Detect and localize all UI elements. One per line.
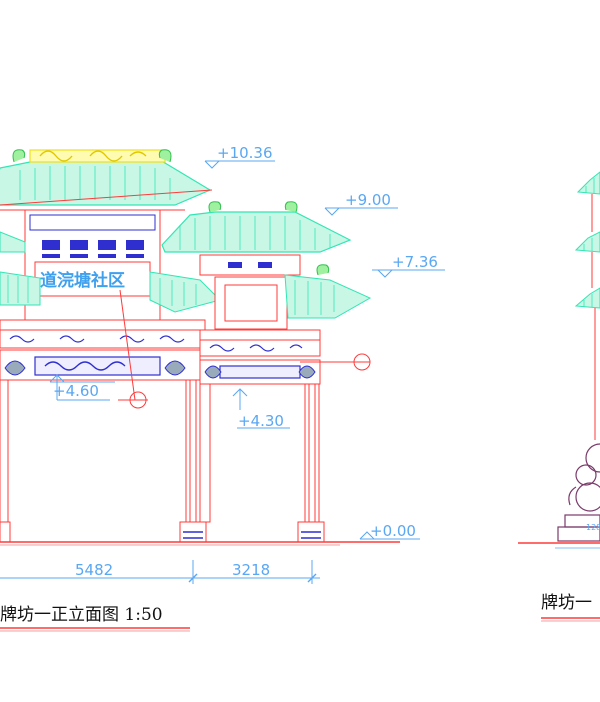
svg-text:+0.00: +0.00 — [370, 522, 416, 540]
central-columns — [0, 379, 201, 523]
left-outer-roof — [0, 231, 41, 306]
elevation-marker-upper: +9.00 — [324, 191, 398, 216]
front-elevation-title: 牌坊一正立面图 1:50 — [0, 605, 190, 632]
side-span-label: 3218 — [232, 561, 270, 579]
plaque-inscription: 道浣塘社区 — [40, 270, 125, 291]
side-elevation-drum-stone — [557, 443, 600, 542]
central-roof — [0, 159, 213, 211]
side-columns — [199, 383, 320, 523]
elevation-marker-top: +10.36 — [204, 144, 275, 169]
elevation-marker-ground: +0.00 — [359, 522, 420, 540]
elevation-marker-side: +7.36 — [372, 253, 445, 278]
section-callouts — [118, 289, 371, 409]
svg-text:牌坊一正立面图 1:50: 牌坊一正立面图 1:50 — [0, 605, 163, 625]
svg-text:牌坊一: 牌坊一 — [541, 593, 592, 613]
side-lintel — [199, 329, 321, 385]
side-elevation-roofs — [574, 171, 600, 440]
side-elevation-base: 128 — [518, 523, 600, 549]
column-bases-side — [297, 521, 325, 543]
side-elevation-title: 牌坊一 — [541, 593, 600, 622]
svg-text:+9.00: +9.00 — [345, 191, 391, 209]
dimension-line: 5482 3218 — [0, 560, 320, 584]
roof-ridge-ornament — [12, 149, 172, 163]
column-bases-center — [0, 521, 207, 543]
side-lower-roof — [284, 264, 372, 319]
svg-text:+10.36: +10.36 — [217, 144, 273, 162]
central-frieze: 道浣塘社区 — [24, 209, 161, 321]
central-lower-roof — [149, 271, 221, 313]
side-frieze — [199, 254, 301, 330]
svg-text:+7.36: +7.36 — [392, 253, 438, 271]
svg-text:+4.30: +4.30 — [238, 412, 284, 430]
elevation-marker-main-beam: +4.60 — [49, 374, 115, 401]
center-span-label: 5482 — [75, 561, 113, 579]
svg-text:+4.60: +4.60 — [53, 382, 99, 400]
svg-text:128: 128 — [586, 523, 600, 532]
elevation-marker-side-beam: +4.30 — [232, 388, 290, 430]
side-upper-roof — [161, 201, 352, 253]
main-lintel — [0, 319, 206, 381]
